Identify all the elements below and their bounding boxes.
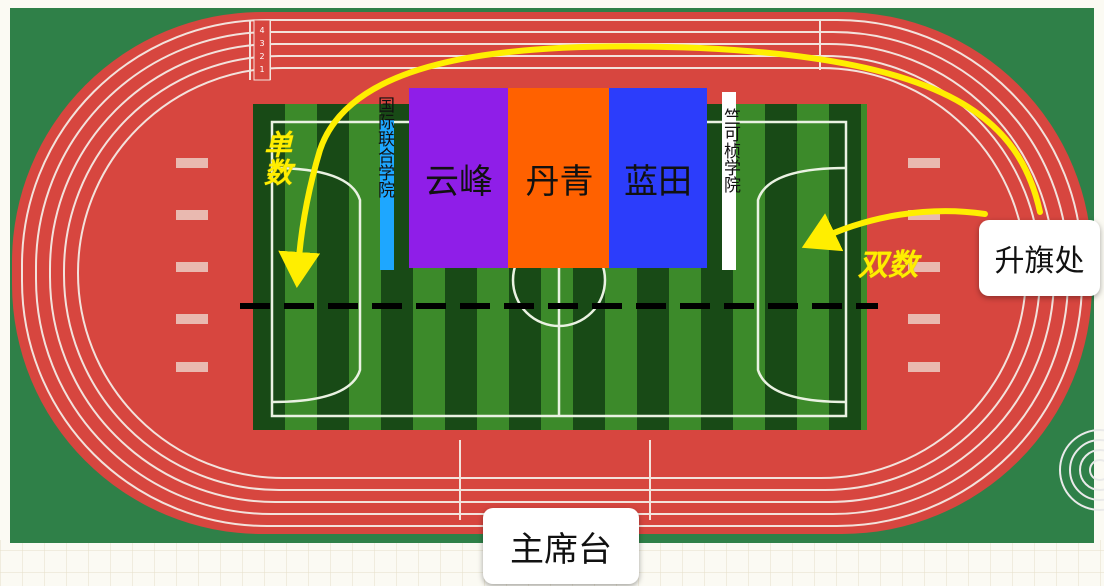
block-label-yunfeng: 云峰 [425,161,493,202]
side-label-international: 国际联合学院 [374,96,394,198]
block-label-danqing: 丹青 [525,161,594,202]
odd-route-arrow [278,43,1043,288]
lane-number: 3 [259,39,265,48]
even-route-arrow [801,208,988,252]
flag-raising-callout: 升旗处 [979,220,1100,296]
block-lantian [609,88,707,268]
track-markings [176,158,940,372]
block-danqing [508,88,611,268]
side-label-zhukezhen: 竺可桢学院 [720,108,740,193]
block-label-lantian: 蓝田 [624,161,692,202]
lane-number: 1 [259,65,265,74]
even-handwritten-label: 双数 [858,248,918,283]
lane-number: 4 [259,26,265,35]
odd-handwritten-label: 单数 [260,130,293,186]
lane-number: 2 [259,52,265,61]
lane-numbers: 4 3 2 1 [256,24,268,76]
block-yunfeng [409,88,509,268]
rostrum-callout: 主席台 [483,508,639,584]
throwing-circle [1059,429,1104,511]
right-strip [722,92,736,270]
left-strip [380,120,394,270]
